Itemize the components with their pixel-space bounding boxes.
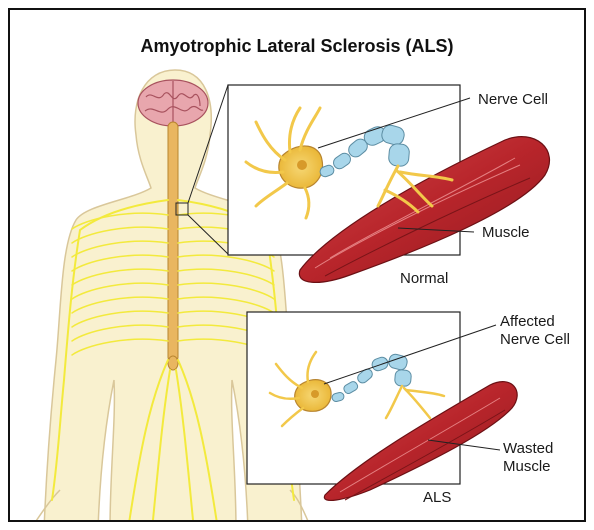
label-affected-line2: Nerve Cell xyxy=(500,331,570,348)
caption-als: ALS xyxy=(423,489,451,506)
caption-normal: Normal xyxy=(400,270,448,287)
spinal-cord xyxy=(168,122,178,362)
label-wasted-line2: Muscle xyxy=(503,458,551,475)
brain xyxy=(138,80,208,126)
als-panel xyxy=(247,312,517,500)
label-wasted-line1: Wasted xyxy=(503,440,553,457)
label-nerve-cell: Nerve Cell xyxy=(478,91,548,108)
label-affected-line1: Affected xyxy=(500,313,555,330)
diagram-title: Amyotrophic Lateral Sclerosis (ALS) xyxy=(0,36,594,57)
label-muscle: Muscle xyxy=(482,224,530,241)
normal-panel xyxy=(228,85,549,282)
